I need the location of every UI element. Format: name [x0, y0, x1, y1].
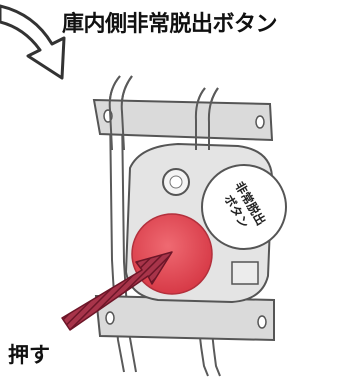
- push-arrow-icon: [61, 251, 173, 331]
- push-label: 押す: [8, 343, 50, 367]
- button-label-plate: [201, 164, 287, 250]
- caption-title: 庫内側非常脱出ボタン: [62, 12, 278, 37]
- front-bars: [108, 75, 219, 151]
- curved-arrow-icon: [0, 4, 66, 80]
- top-plate: [92, 98, 274, 142]
